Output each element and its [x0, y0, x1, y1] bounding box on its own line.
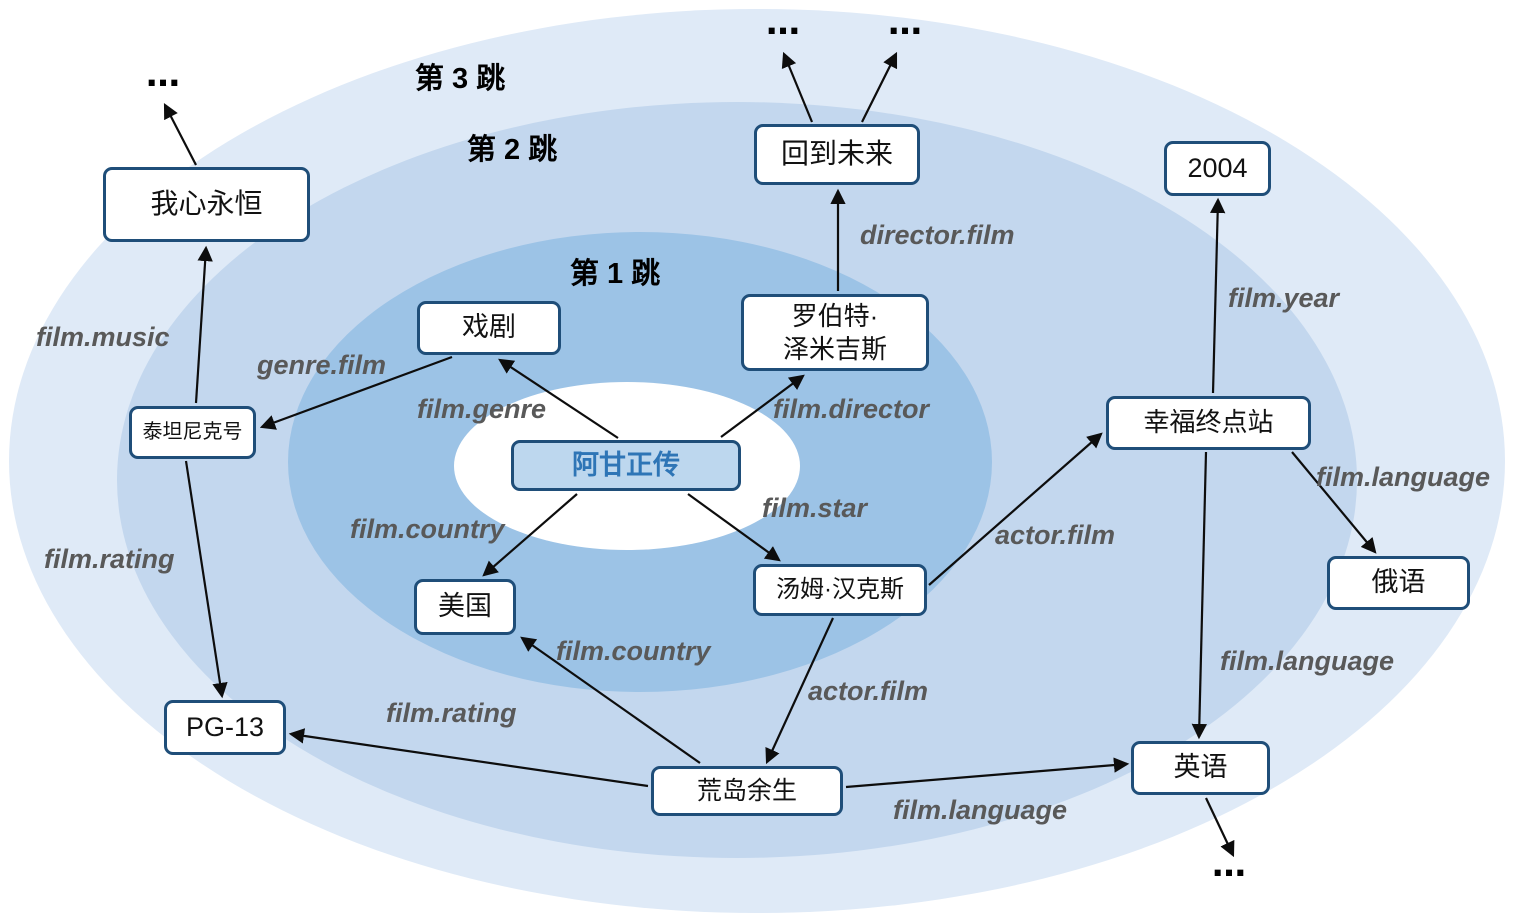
edge-label-film-country-bottom: film.country — [556, 636, 711, 666]
node-the-terminal: 幸福终点站 — [1106, 396, 1311, 450]
ellipsis-bottom-right: … — [1212, 845, 1246, 885]
hop2-label: 第 2 跳 — [467, 134, 558, 166]
edge-film-country-castaway-line — [520, 636, 701, 764]
edge-label-film-rating-left: film.rating — [44, 544, 175, 574]
edge-film-year-line — [1209, 197, 1226, 394]
edge-label-film-language-russian: film.language — [1316, 462, 1491, 492]
node-robert-zemeckis-line1: 罗伯特· — [791, 301, 879, 331]
node-my-heart-will-go-on: 我心永恒 — [103, 167, 310, 242]
node-forrest-gump: 阿甘正传 — [511, 440, 741, 491]
edge-label-actor-film-bottom: actor.film — [808, 676, 929, 706]
edge-label-actor-film-right: actor.film — [995, 520, 1116, 550]
edge-label-genre-film: genre.film — [257, 350, 387, 380]
edge-label-film-language-english: film.language — [1220, 646, 1395, 676]
ellipsis-top-center-2: … — [888, 3, 922, 43]
edge-actor-film-terminal-line — [928, 432, 1103, 586]
edge-label-film-director: film.director — [773, 394, 930, 424]
node-cast-away: 荒岛余生 — [651, 766, 843, 816]
edge-label-film-year: film.year — [1228, 283, 1340, 313]
node-russian: 俄语 — [1327, 556, 1470, 610]
edge-myheart-ellipsis-line — [163, 102, 197, 166]
edge-bttf-ellipsis-left-line — [781, 51, 814, 123]
edge-film-language-castaway-line — [845, 757, 1130, 789]
edge-english-ellipsis-line — [1205, 797, 1235, 858]
edge-label-film-language-bottom: film.language — [893, 795, 1068, 825]
edge-film-language-russian-line — [1291, 451, 1377, 554]
hop1-label: 第 1 跳 — [570, 258, 661, 290]
node-pg-13: PG-13 — [164, 700, 286, 755]
ellipsis-top-center-1: … — [766, 3, 800, 43]
edge-actor-film-castaway-line — [765, 617, 834, 765]
ellipsis-top-left: … — [146, 55, 180, 95]
edge-label-film-music: film.music — [36, 322, 170, 352]
hop3-label: 第 3 跳 — [415, 63, 506, 95]
node-english: 英语 — [1131, 741, 1270, 795]
node-2004: 2004 — [1164, 141, 1271, 196]
node-robert-zemeckis-line2: 泽米吉斯 — [782, 333, 887, 364]
edge-film-genre-line — [498, 358, 619, 439]
edge-film-star-line — [687, 493, 781, 562]
edge-label-film-star: film.star — [762, 493, 868, 523]
edge-film-language-english-vertical-line — [1191, 451, 1208, 740]
edge-genre-film-line — [259, 355, 453, 430]
edge-label-film-country-center: film.country — [350, 514, 505, 544]
edge-film-rating-castaway-line — [288, 728, 649, 788]
edge-label-film-rating-bottom: film.rating — [386, 698, 517, 728]
edge-film-music-line — [194, 245, 213, 404]
edge-label-director-film: director.film — [860, 220, 1015, 250]
edge-film-country-line — [482, 493, 578, 577]
node-tom-hanks: 汤姆·汉克斯 — [753, 564, 927, 616]
edge-label-film-genre: film.genre — [417, 394, 547, 424]
node-usa: 美国 — [414, 579, 516, 635]
edge-film-director-line — [720, 374, 805, 438]
node-back-to-the-future: 回到未来 — [754, 124, 920, 185]
node-robert-zemeckis: 罗伯特· 泽米吉斯 — [741, 294, 929, 371]
edge-bttf-ellipsis-right-line — [861, 51, 898, 123]
node-drama: 戏剧 — [417, 301, 561, 355]
edge-film-rating-left-line — [184, 460, 228, 699]
node-titanic: 泰坦尼克号 — [129, 406, 256, 459]
